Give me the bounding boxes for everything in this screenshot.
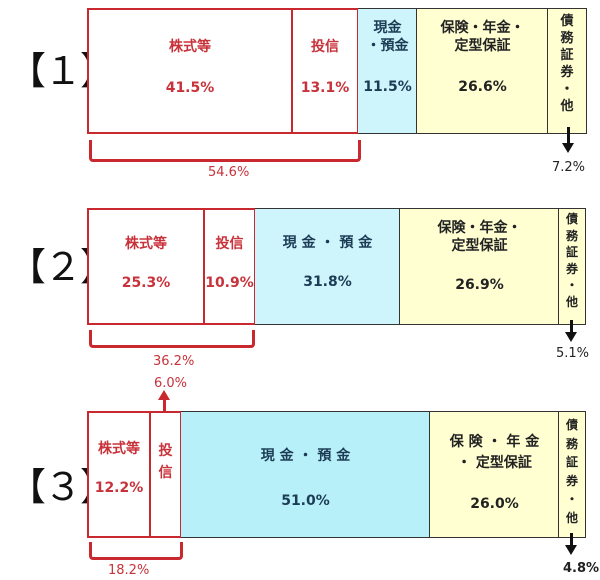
risk-assets-total: 54.6% (208, 165, 250, 180)
stocks-name: 株式等 (169, 39, 211, 55)
trusts-value: 6.0% (154, 376, 188, 391)
cash-cell: 現金 ・預金 11.5% (358, 8, 418, 134)
trusts-value: 10.9% (205, 275, 254, 291)
cash-name: 現金 ・預金 (366, 20, 409, 54)
arrow-down-icon (565, 533, 577, 555)
risk-assets-total: 18.2% (108, 563, 150, 578)
arrow-down-icon (565, 320, 577, 342)
bonds-cell: 債 務 証 券 ・ 他 (558, 411, 586, 538)
trusts-name: 投信 (215, 236, 244, 252)
insurance-cell: 保険・年金・ 定型保証 26.6% (416, 8, 549, 134)
bonds-name: 債 務 証 券 ・ 他 (565, 418, 578, 525)
bonds-cell: 債 務 証 券 ・ 他 (547, 8, 587, 134)
trusts-cell: 投信 13.1% (291, 8, 359, 134)
bonds-name: 債 務 証 券 ・ 他 (560, 14, 574, 114)
stocks-name: 株式等 (125, 236, 167, 252)
stocks-value: 41.5% (165, 80, 215, 96)
risk-assets-bracket (89, 542, 183, 560)
bonds-value: 4.8% (563, 561, 600, 576)
insurance-name: 保険・年金・ 定型保証 (437, 220, 522, 254)
cash-cell: 現 金 ・ 預 金 51.0% (181, 411, 431, 538)
insurance-value: 26.6% (458, 79, 507, 95)
arrow-down-icon (562, 127, 574, 153)
arrow-up-icon (158, 390, 170, 412)
stocks-name: 株式等 (98, 441, 140, 457)
bonds-name: 債 務 証 券 ・ 他 (565, 212, 578, 309)
stocks-cell: 株式等 41.5% (87, 8, 293, 134)
insurance-name: 保険・年金・ 定型保証 (440, 20, 525, 54)
insurance-value: 26.9% (455, 277, 504, 293)
stocks-value: 25.3% (121, 275, 171, 291)
trusts-name: 投 信 (158, 443, 173, 481)
trusts-cell: 投信 10.9% (203, 208, 256, 325)
insurance-value: 26.0% (470, 496, 519, 512)
trusts-name: 投信 (311, 39, 339, 55)
insurance-cell: 保険・年金・ 定型保証 26.9% (399, 208, 560, 325)
bonds-cell: 債 務 証 券 ・ 他 (558, 208, 586, 325)
risk-assets-bracket (89, 140, 361, 162)
bonds-value: 5.1% (556, 346, 590, 361)
bonds-value: 7.2% (552, 160, 586, 175)
cash-value: 31.8% (303, 274, 352, 290)
risk-assets-bracket (89, 330, 255, 348)
cash-name: 現 金 ・ 預 金 (282, 235, 373, 251)
cash-name: 現 金 ・ 預 金 (260, 448, 351, 464)
cash-value: 51.0% (281, 493, 330, 509)
cash-value: 11.5% (363, 79, 412, 95)
stocks-cell: 株式等 12.2% (87, 411, 151, 538)
trusts-value: 13.1% (300, 80, 350, 96)
trusts-cell: 投 信 (149, 411, 182, 538)
insurance-cell: 保 険 ・ 年 金 ・ 定型保証 26.0% (429, 411, 560, 538)
stocks-cell: 株式等 25.3% (87, 208, 205, 325)
stocks-value: 12.2% (94, 480, 144, 496)
insurance-name: 保 険 ・ 年 金 ・ 定型保証 (449, 434, 540, 471)
cash-cell: 現 金 ・ 預 金 31.8% (255, 208, 401, 325)
risk-assets-total: 36.2% (153, 354, 195, 369)
